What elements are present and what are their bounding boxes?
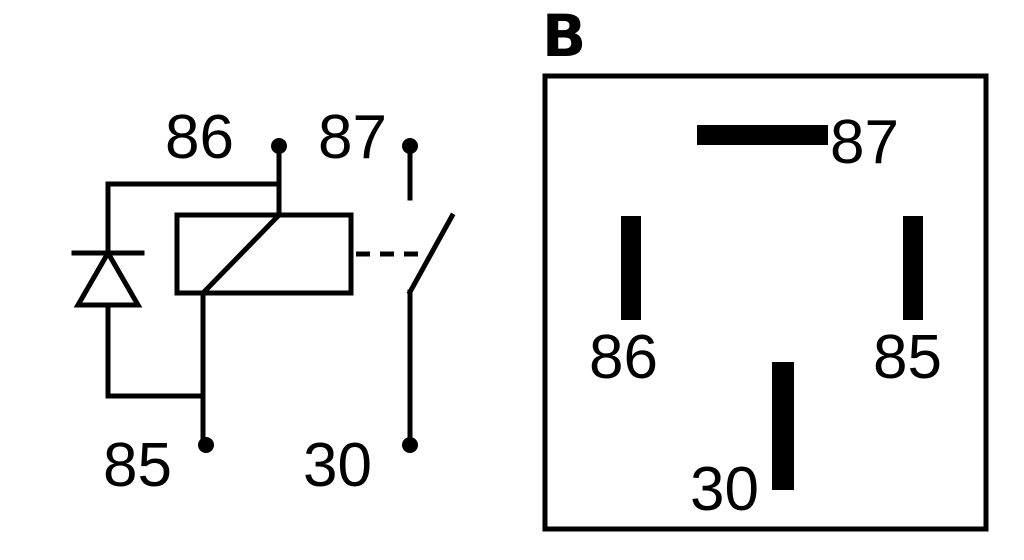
pinout-label-86: 86 [589,323,658,392]
schematic-label-86: 86 [165,103,234,172]
terminal-86-dot [271,138,287,154]
panel-letter: B [542,2,586,70]
coil-diagonal [199,211,283,297]
relay-base-outline [542,73,989,532]
diode-symbol [73,247,143,308]
schematic-label-87: 87 [318,103,387,172]
terminal-dots [198,138,418,453]
relay-coil [174,212,354,296]
terminal-87-dot [402,138,418,154]
pin-86-blade [621,216,641,320]
pinout-label-85: 85 [873,323,942,392]
switch-lever [406,212,456,296]
pinout-label-87: 87 [830,108,899,177]
pin-85-blade [903,216,923,320]
pin-87-blade [697,125,828,145]
relay-schematic [71,143,456,448]
terminal-85-dot [198,437,214,453]
diode-bottom-wire [105,302,206,399]
pinout-label-30: 30 [690,455,759,524]
pin-30-blade [772,362,794,490]
relay-pins [621,125,923,490]
schematic-label-85: 85 [103,431,172,500]
diode-top-wire [105,181,282,256]
schematic-label-30: 30 [303,431,372,500]
terminal-30-dot [402,437,418,453]
